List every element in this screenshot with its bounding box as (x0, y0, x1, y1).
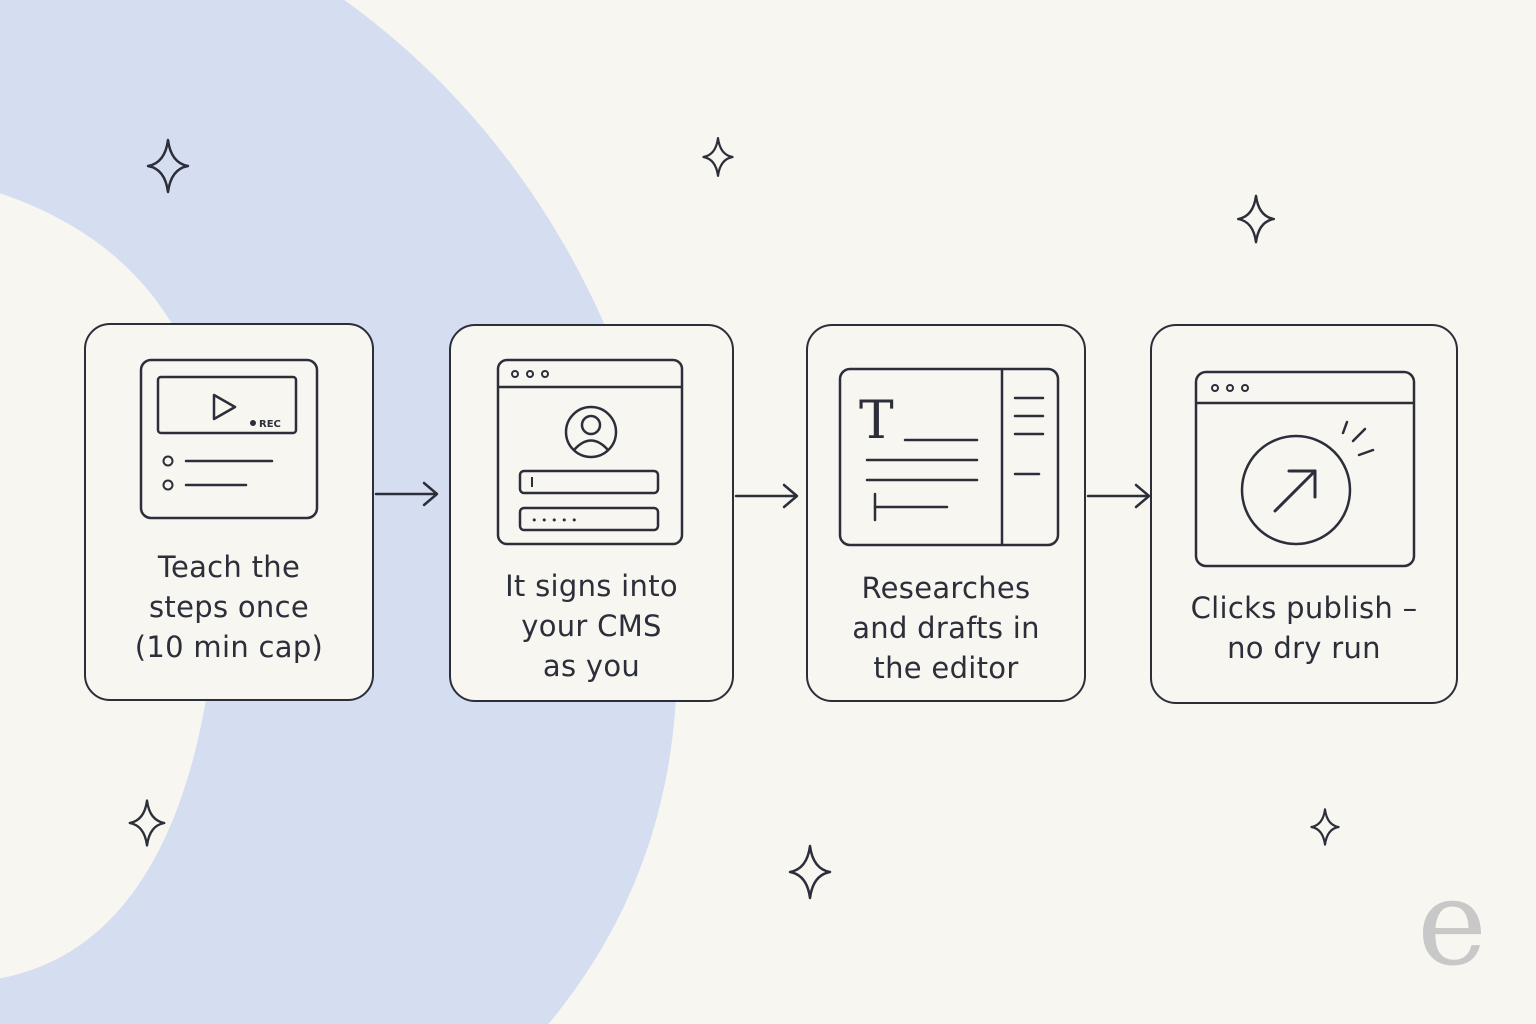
sparkle-icon (702, 137, 734, 177)
sparkle-icon (788, 844, 832, 900)
step-card-publish: Clicks publish – no dry run (1150, 324, 1458, 704)
step-card-drafts: T Researches and drafts in the editor (806, 324, 1086, 702)
rec-label: REC (259, 419, 281, 430)
text-glyph: T (859, 391, 894, 451)
video-record-icon: REC (139, 358, 319, 520)
publish-window-icon (1194, 370, 1416, 568)
password-mask: • • • • • (531, 514, 577, 527)
step-card-sign-in: • • • • • It signs into your CMS as you (449, 324, 734, 702)
step-card-teach: REC Teach the steps once (10 min cap) (84, 323, 374, 701)
login-window-icon: • • • • • (496, 358, 684, 546)
sparkle-icon (1310, 808, 1340, 846)
step-caption: Teach the steps once (10 min cap) (134, 550, 324, 664)
step-caption: It signs into your CMS as you (505, 569, 678, 683)
sparkle-icon (1236, 194, 1276, 244)
sparkle-icon (146, 138, 190, 194)
arrow-right-icon (374, 481, 439, 507)
watermark-logo: e (1417, 854, 1487, 992)
arrow-right-icon (1086, 483, 1151, 509)
text-editor-icon: T (838, 367, 1060, 547)
sparkle-icon (128, 799, 166, 847)
step-caption: Researches and drafts in the editor (852, 571, 1040, 685)
step-caption: Clicks publish – no dry run (1190, 591, 1418, 665)
arrow-right-icon (734, 483, 799, 509)
